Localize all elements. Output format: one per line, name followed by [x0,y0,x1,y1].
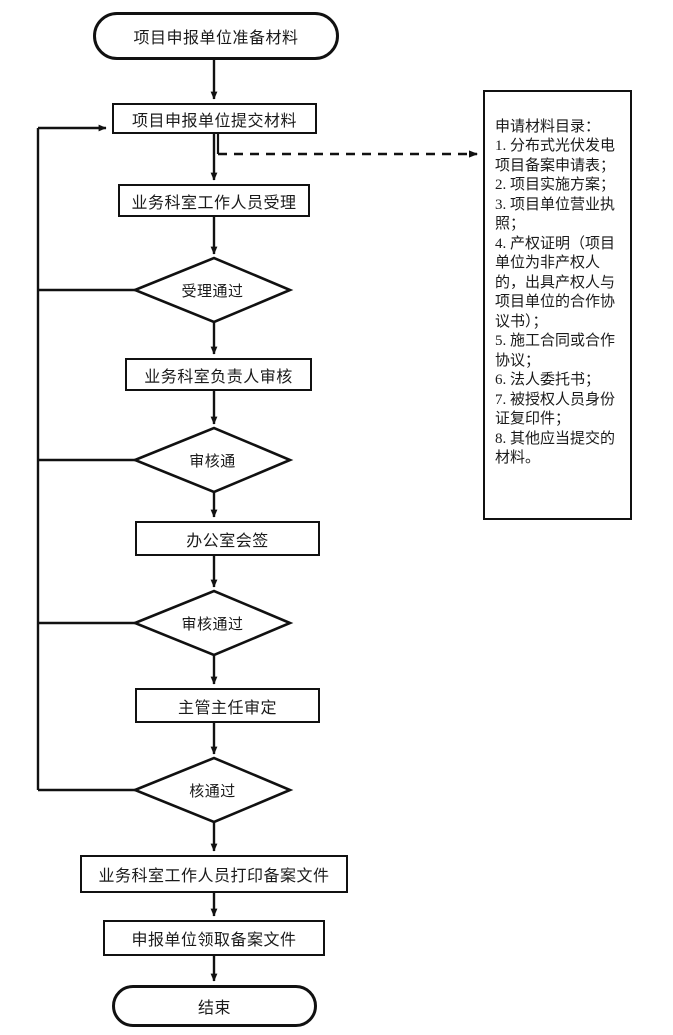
application-materials-note: 申请材料目录： 1. 分布式光伏发电项目备案申请表； 2. 项目实施方案； 3.… [483,90,632,520]
node-print-record-file[interactable]: 业务科室工作人员打印备案文件 [80,855,348,893]
node-decision-review-passed-3[interactable]: 核通过 [135,758,290,822]
node-staff-acceptance[interactable]: 业务科室工作人员受理 [118,184,310,217]
node-print-record-file-label: 业务科室工作人员打印备案文件 [98,868,330,885]
node-staff-acceptance-label: 业务科室工作人员受理 [131,194,297,212]
node-end-label: 结束 [197,1000,231,1017]
node-decision-review-passed-1[interactable]: 审核通 [135,428,290,492]
node-office-countersign-label: 办公室会签 [186,532,269,550]
decision-shape-d3 [131,589,294,657]
node-director-approval[interactable]: 主管主任审定 [135,688,320,723]
application-materials-note-text: 申请材料目录： 1. 分布式光伏发电项目备案申请表； 2. 项目实施方案； 3.… [495,118,616,467]
decision-shape-d1 [131,256,294,324]
node-submit-materials-label: 项目申报单位提交材料 [131,112,297,130]
node-decision-acceptance-passed[interactable]: 受理通过 [135,258,290,322]
node-decision-acceptance-passed-label: 受理通过 [181,283,244,300]
node-collect-record-file-label: 申报单位领取备案文件 [131,932,297,949]
decision-shape-d4 [131,756,294,824]
node-decision-review-passed-1-label: 审核通 [189,453,236,470]
node-department-head-review[interactable]: 业务科室负责人审核 [125,358,312,391]
node-collect-record-file[interactable]: 申报单位领取备案文件 [103,920,325,956]
decision-shape-d2 [131,426,294,494]
node-submit-materials[interactable]: 项目申报单位提交材料 [112,103,317,134]
node-department-head-review-label: 业务科室负责人审核 [144,368,293,386]
node-end[interactable]: 结束 [112,985,317,1027]
node-decision-review-passed-3-label: 核通过 [189,783,236,800]
node-decision-review-passed-2-label: 审核通过 [181,616,244,633]
node-start[interactable]: 项目申报单位准备材料 [93,12,339,60]
node-director-approval-label: 主管主任审定 [177,699,277,717]
node-decision-review-passed-2[interactable]: 审核通过 [135,591,290,655]
node-start-label: 项目申报单位准备材料 [133,30,299,47]
node-office-countersign[interactable]: 办公室会签 [135,521,320,556]
